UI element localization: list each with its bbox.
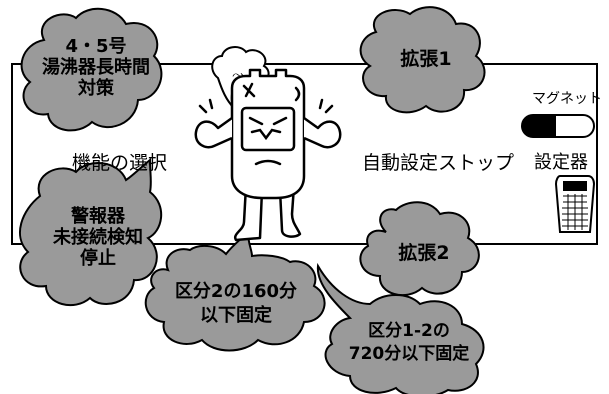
countermeasure-line-3: 対策: [78, 78, 114, 100]
cloud-alarm-stop: [19, 157, 163, 307]
cloud-section2-fixed-text: 区分2の160分 以下固定: [156, 280, 316, 329]
section2-fixed-line-1: 区分2の160分: [174, 281, 298, 302]
meter-character-icon: [194, 68, 342, 242]
cloud-countermeasure: [20, 7, 163, 132]
alarm-stop-line-1: 警報器: [71, 206, 125, 227]
cloud-expansion2: [359, 201, 480, 297]
cloud-countermeasure-text: 4・5号 湯沸器長時間 対策: [36, 36, 156, 100]
alarm-stop-line-2: 未接続検知: [53, 227, 143, 249]
cloud-shapes: [19, 6, 486, 394]
section12-fixed-line-1: 区分1-2の: [368, 321, 450, 341]
magnet-icon: [521, 114, 595, 138]
function-select-label: 機能の選択: [72, 152, 168, 174]
main-frame: [11, 63, 598, 245]
section2-fixed-line-2: 以下固定: [200, 305, 272, 327]
countermeasure-line-2: 湯沸器長時間: [42, 57, 150, 79]
cloud-expansion2-text: 拡張2: [398, 242, 450, 264]
configurator-device-icon: [554, 175, 596, 233]
cloud-section2-fixed: [144, 229, 326, 352]
cloud-expansion1-text: 拡張1: [400, 48, 452, 70]
section12-fixed-line-2: 720分以下固定: [348, 343, 470, 364]
configurator-label: 設定器: [534, 152, 588, 173]
cloud-alarm-stop-text: 警報器 未接続検知 停止: [36, 206, 160, 270]
cloud-section12-fixed: [316, 262, 485, 394]
countermeasure-line-1: 4・5号: [65, 36, 127, 57]
cloud-section12-fixed-text: 区分1-2の 720分以下固定: [334, 320, 484, 366]
auto-setting-stop-label: 自動設定ストップ: [362, 152, 515, 174]
cloud-expansion1: [359, 6, 486, 114]
alarm-stop-line-3: 停止: [80, 248, 116, 270]
meter-face: [198, 82, 334, 166]
magnet-label: マグネット: [532, 91, 602, 107]
